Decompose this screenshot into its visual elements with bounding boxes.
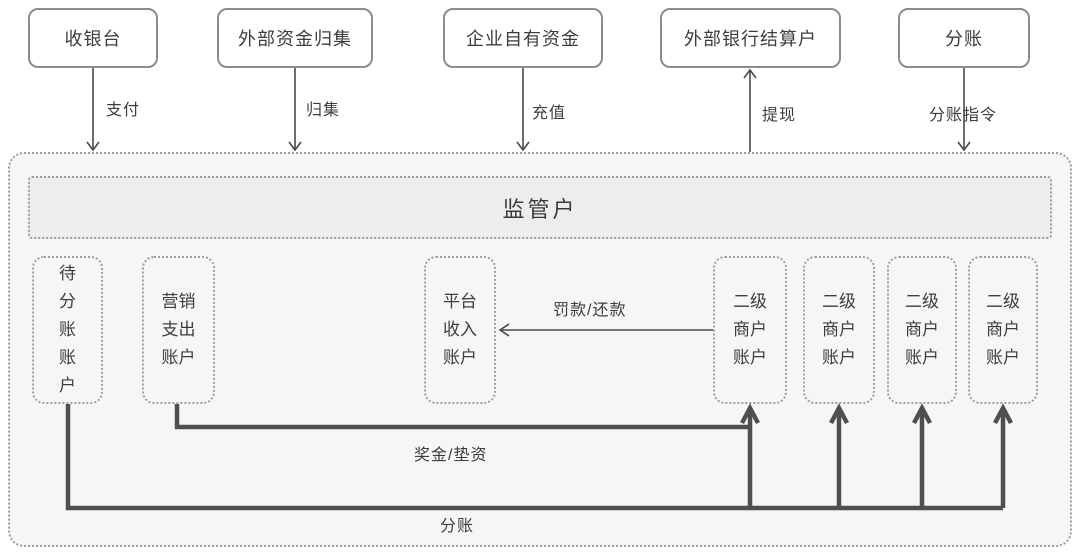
node-external-fund-collection-label: 外部资金归集 <box>238 29 352 49</box>
label-split-instruction: 分账指令 <box>929 107 998 124</box>
label-withdraw: 提现 <box>762 107 797 124</box>
node-pending-split-account: 待 分 账 账 户 <box>32 256 103 404</box>
pay-arrow <box>86 68 100 152</box>
node-secondary-merchant-account-3-label: 二级 商户 账户 <box>905 292 939 367</box>
node-secondary-merchant-account-2-label: 二级 商户 账户 <box>822 292 856 367</box>
label-collect: 归集 <box>306 102 341 119</box>
node-enterprise-own-funds: 企业自有资金 <box>443 8 603 68</box>
node-platform-income-account-label: 平台 收入 账户 <box>443 292 477 367</box>
node-external-bank-settlement-label: 外部银行结算户 <box>684 29 817 49</box>
label-fine-repay: 罚款/还款 <box>553 302 627 319</box>
node-secondary-merchant-account-1-label: 二级 商户 账户 <box>733 292 767 367</box>
node-marketing-expense-account: 营销 支出 账户 <box>142 256 215 404</box>
collect-arrow <box>288 68 302 152</box>
label-pay: 支付 <box>106 102 141 119</box>
label-split-bottom: 分账 <box>440 518 475 535</box>
node-pending-split-account-label: 待 分 账 账 户 <box>59 264 76 395</box>
recharge-arrow <box>516 68 530 152</box>
node-secondary-merchant-account-2: 二级 商户 账户 <box>803 256 875 404</box>
node-cashier-label: 收银台 <box>64 29 122 49</box>
node-secondary-merchant-account-1: 二级 商户 账户 <box>713 256 787 404</box>
node-secondary-merchant-account-3: 二级 商户 账户 <box>887 256 957 404</box>
node-secondary-merchant-account-4-label: 二级 商户 账户 <box>986 292 1020 367</box>
withdraw-arrow <box>743 68 757 152</box>
node-enterprise-own-funds-label: 企业自有资金 <box>466 29 580 49</box>
node-external-fund-collection: 外部资金归集 <box>217 8 373 68</box>
node-split: 分账 <box>898 8 1030 68</box>
node-cashier: 收银台 <box>28 8 158 68</box>
supervised-account-title: 监管户 <box>502 196 578 222</box>
label-recharge: 充值 <box>532 105 567 122</box>
node-split-label: 分账 <box>945 29 983 49</box>
supervised-account-header: 监管户 <box>28 176 1052 239</box>
node-platform-income-account: 平台 收入 账户 <box>424 256 496 404</box>
node-external-bank-settlement: 外部银行结算户 <box>660 8 841 68</box>
node-secondary-merchant-account-4: 二级 商户 账户 <box>968 256 1038 404</box>
label-bonus-advance: 奖金/垫资 <box>414 447 488 464</box>
node-marketing-expense-account-label: 营销 支出 账户 <box>161 292 196 367</box>
